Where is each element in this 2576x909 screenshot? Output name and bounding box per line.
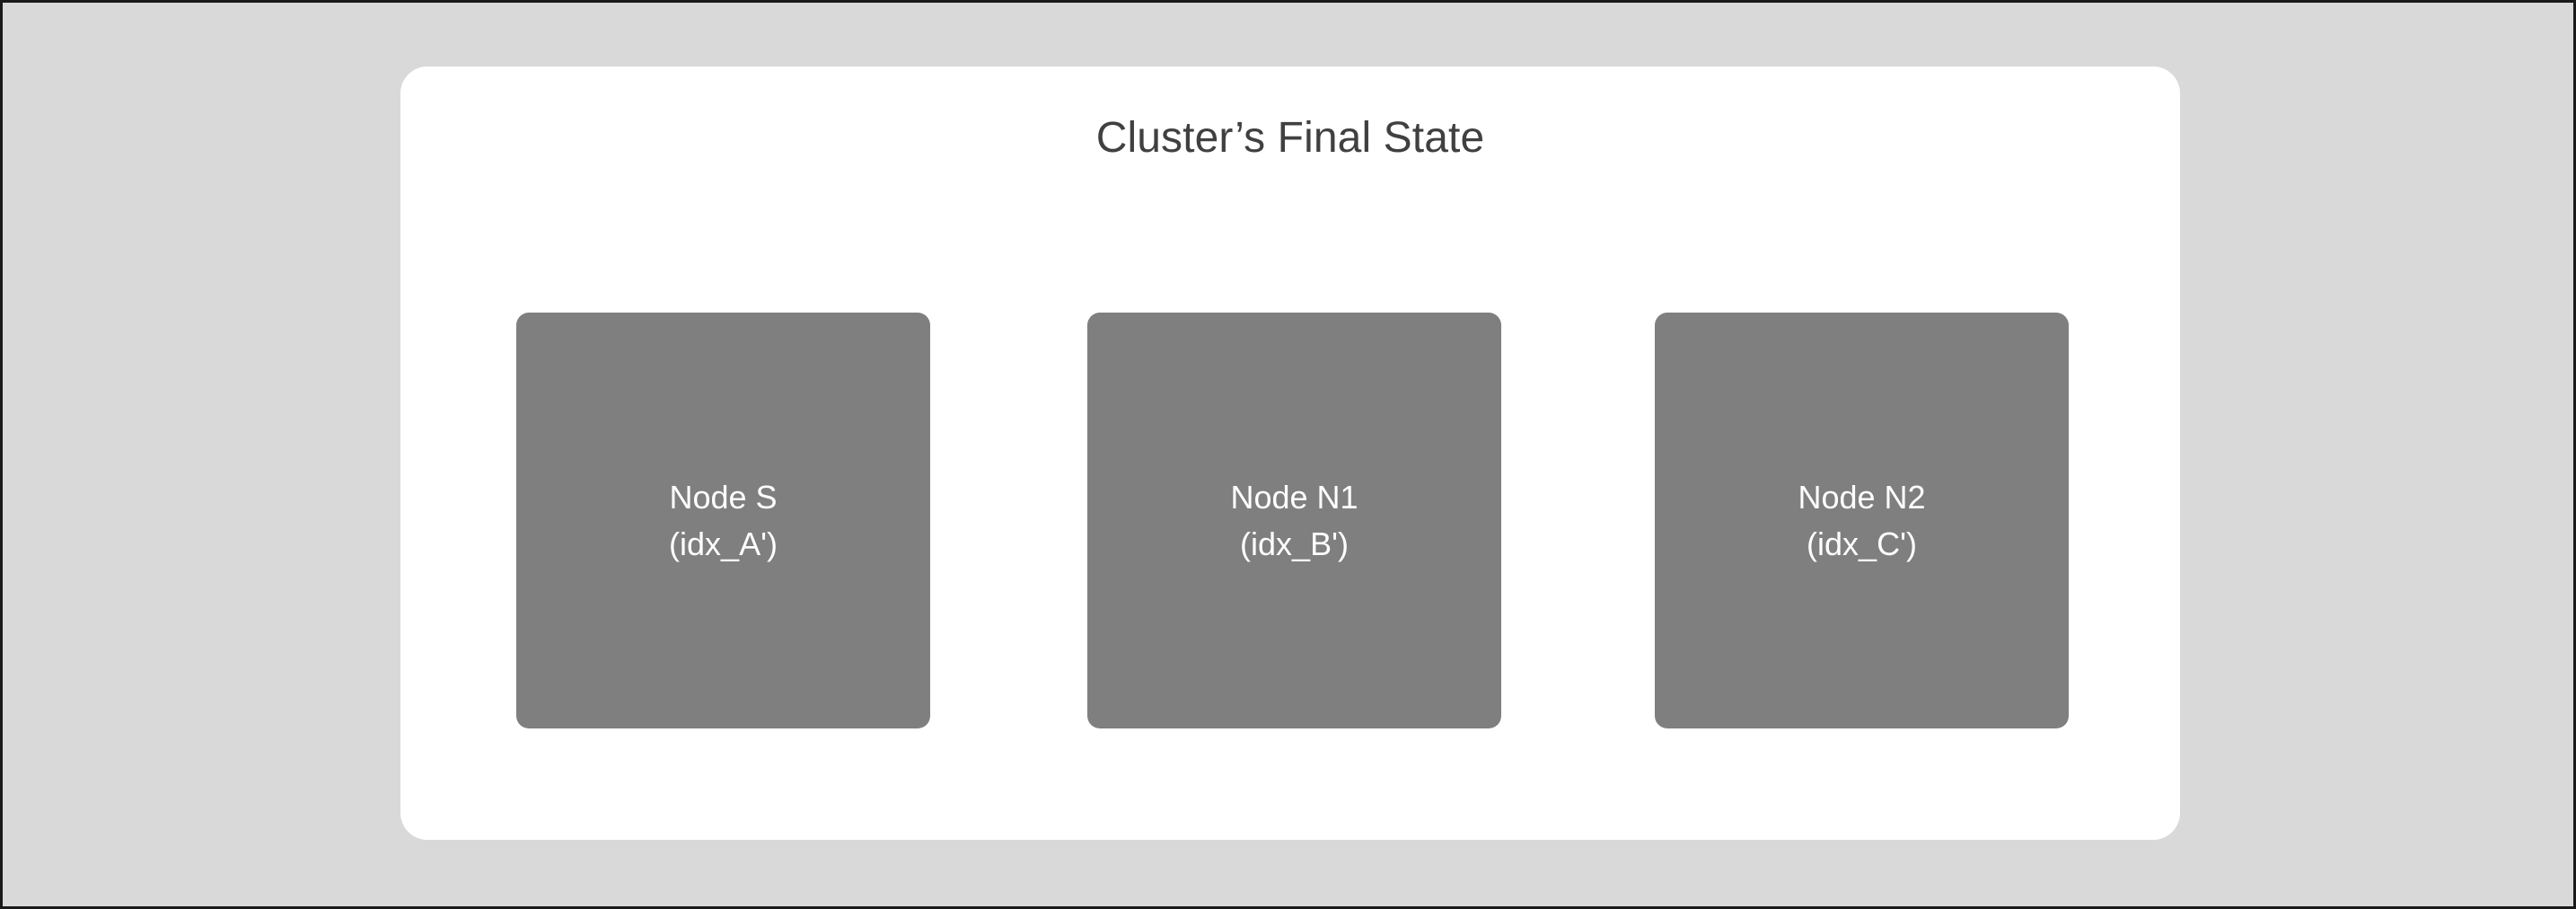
node-label-index: (idx_B') [1240,525,1349,562]
node-box-s[interactable]: Node S (idx_A') [516,313,930,728]
node-label-name: Node N2 [1798,478,1926,516]
page-title: Cluster’s Final State [1095,114,1485,162]
node-box-n2[interactable]: Node N2 (idx_C') [1655,313,2069,728]
node-row: Node S (idx_A') Node N1 (idx_B') Node N2… [400,313,2180,728]
node-label-name: Node S [669,478,778,516]
node-label-index: (idx_A') [669,525,778,562]
node-label-index: (idx_C') [1807,525,1917,562]
node-label-name: Node N1 [1230,478,1358,516]
cluster-state-card: Cluster’s Final State Node S (idx_A') No… [400,66,2180,840]
node-box-n1[interactable]: Node N1 (idx_B') [1087,313,1501,728]
